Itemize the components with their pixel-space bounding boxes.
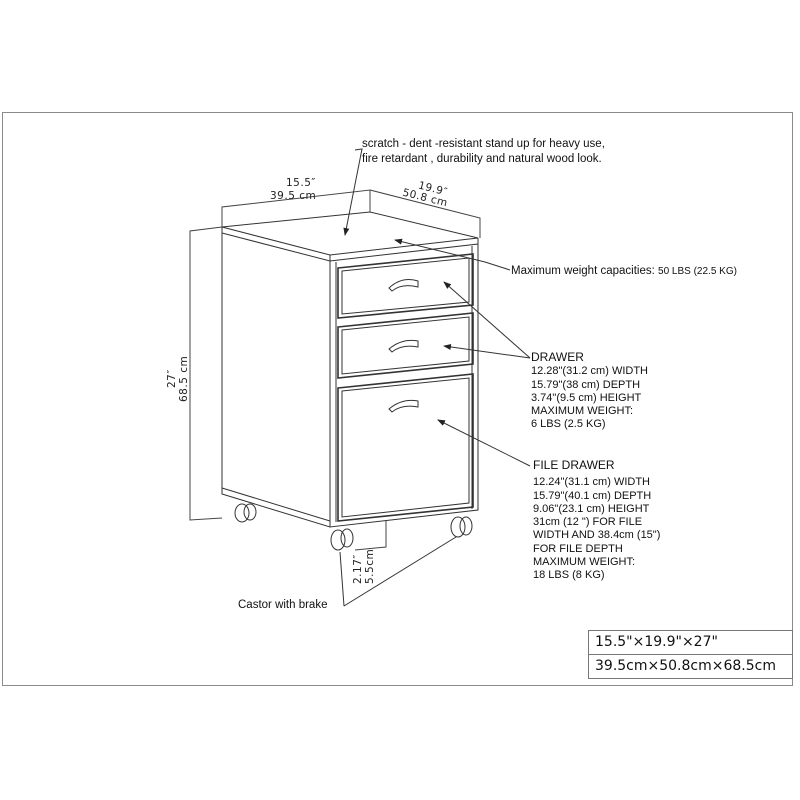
top-capacity-note: Maximum weight capacities: 50 LBS (22.5 … bbox=[511, 264, 737, 279]
spec-imperial: 15.5"×19.9"×27" bbox=[595, 634, 718, 650]
file-drawer-spec-line: 9.06"(23.1 cm) HEIGHT bbox=[533, 502, 650, 515]
file-drawer bbox=[337, 373, 474, 522]
height-cm: 68.5 cm bbox=[178, 355, 190, 402]
dimension-lines bbox=[189, 189, 481, 551]
drawer-spec-line: 3.74"(9.5 cm) HEIGHT bbox=[531, 391, 642, 404]
surface-note-line: scratch - dent -resistant stand up for h… bbox=[362, 138, 605, 150]
top-capacity-label: Maximum weight capacities: bbox=[511, 265, 655, 277]
file-drawer-spec-line: 31cm (12 ") FOR FILE bbox=[533, 516, 643, 529]
file-drawer-spec-line: MAXIMUM WEIGHT: bbox=[533, 556, 636, 569]
spec-table: 15.5"×19.9"×27" 39.5cm×50.8cm×68.5cm bbox=[588, 630, 793, 679]
surface-note-line: fire retardant , durability and natural … bbox=[362, 153, 602, 165]
cabinet-side-panel bbox=[221, 233, 331, 528]
height-inches: 27″ bbox=[166, 369, 178, 388]
cabinet-front-frame bbox=[329, 244, 479, 528]
drawer-spec-line: 12.28"(31.2 cm) WIDTH bbox=[531, 365, 648, 378]
surface-note: scratch - dent -resistant stand up for h… bbox=[362, 137, 605, 167]
top-capacity-value: 50 LBS (22.5 KG) bbox=[658, 266, 737, 277]
drawer-specs: DRAWER 12.28"(31.2 cm) WIDTH 15.79"(38 c… bbox=[531, 350, 648, 432]
diagram-frame bbox=[2, 112, 793, 686]
leader-lines bbox=[339, 148, 531, 607]
file-drawer-spec-line: 15.79"(40.1 cm) DEPTH bbox=[533, 489, 652, 502]
file-drawer-title: FILE DRAWER bbox=[533, 458, 615, 472]
drawer-middle bbox=[337, 312, 474, 379]
castor-height-inches: 2.17″ bbox=[352, 554, 364, 584]
cabinet-top bbox=[221, 211, 479, 262]
drawer-spec-line: MAXIMUM WEIGHT: bbox=[531, 405, 634, 418]
file-drawer-spec-line: 18 LBS (8 KG) bbox=[533, 569, 605, 582]
width-cm: 39.5 cm bbox=[270, 190, 317, 202]
width-inches: 15.5″ bbox=[286, 177, 316, 189]
drawer-spec-line: 6 LBS (2.5 KG) bbox=[531, 418, 606, 431]
file-drawer-spec-line: FOR FILE DEPTH bbox=[533, 542, 623, 555]
drawer-spec-line: 15.79"(38 cm) DEPTH bbox=[531, 378, 641, 391]
castor-note: Castor with brake bbox=[238, 599, 328, 611]
castor-wheels bbox=[234, 503, 473, 551]
file-drawer-spec-line: 12.24"(31.1 cm) WIDTH bbox=[533, 476, 650, 489]
castor-height-cm: 5.5cm bbox=[364, 548, 376, 584]
file-drawer-specs: FILE DRAWER 12.24"(31.1 cm) WIDTH 15.79"… bbox=[533, 458, 661, 583]
spec-metric: 39.5cm×50.8cm×68.5cm bbox=[589, 654, 792, 678]
drawer-top bbox=[337, 253, 474, 319]
file-drawer-spec-line: WIDTH AND 38.4cm (15") bbox=[533, 529, 661, 542]
drawer-title: DRAWER bbox=[531, 350, 584, 364]
